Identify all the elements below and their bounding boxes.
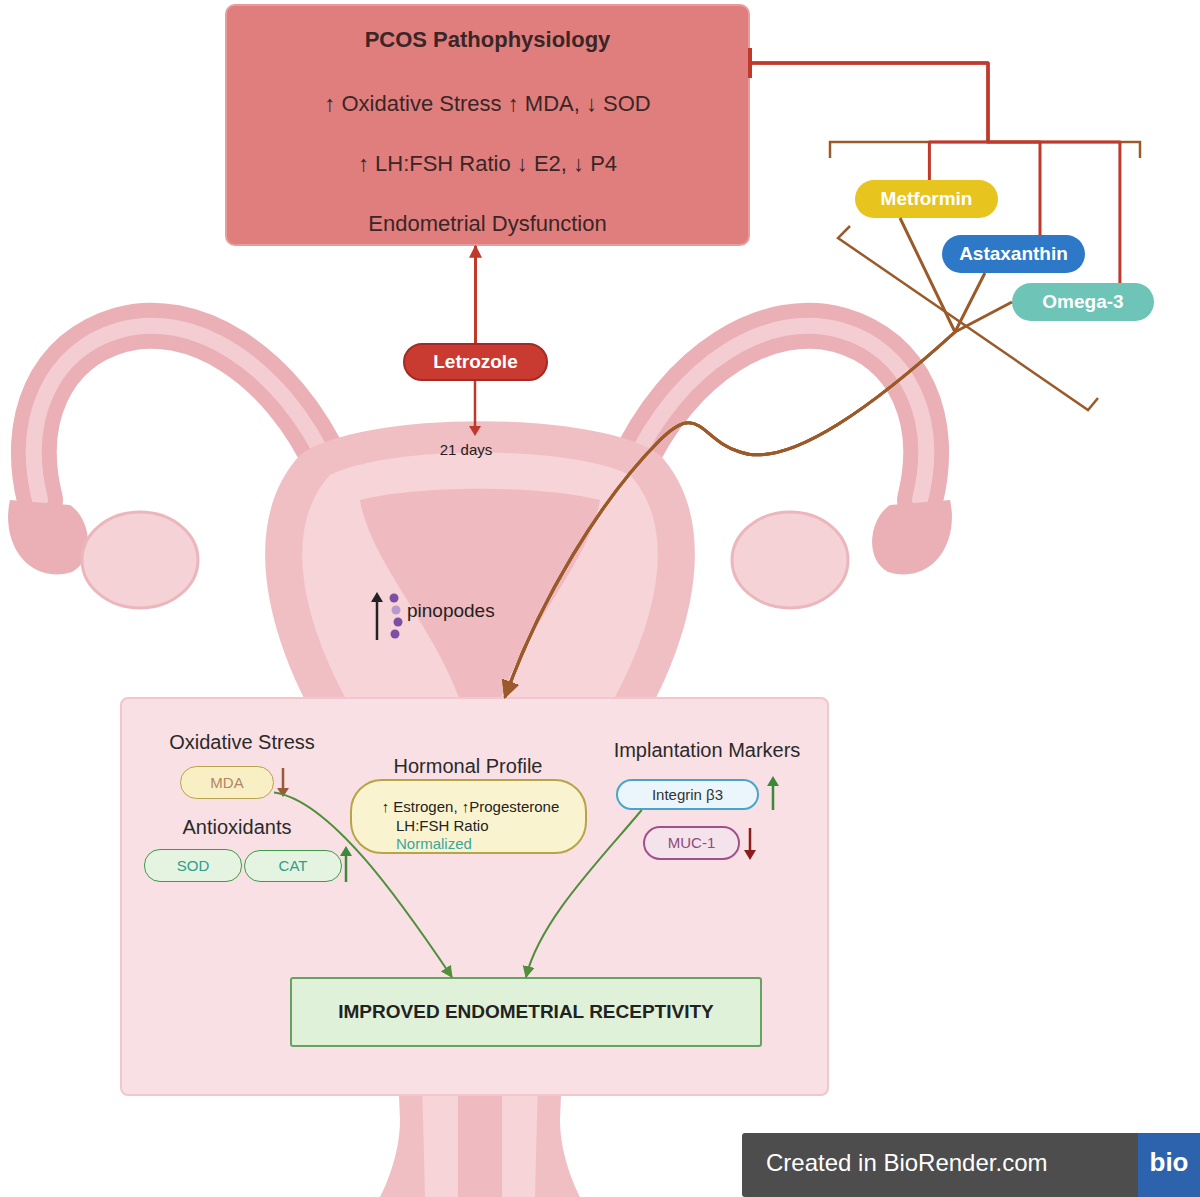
marker-chip: SOD bbox=[144, 849, 242, 882]
connector-arrow bbox=[750, 63, 1040, 235]
fallopian-tube-highlight bbox=[34, 326, 330, 500]
increase-arrowhead bbox=[340, 846, 352, 856]
duration-label: 21 days bbox=[416, 441, 516, 459]
fallopian-tube-highlight bbox=[630, 326, 926, 500]
structure-label: pinopodes bbox=[407, 600, 547, 623]
pathophysiology-box: PCOS Pathophysiology ↑ Oxidative Stress ↑… bbox=[225, 4, 750, 246]
section-heading: Oxidative Stress bbox=[162, 730, 322, 754]
node-text: Letrozole bbox=[433, 351, 517, 374]
marker-chip: MUC-1 bbox=[643, 826, 740, 860]
connector-arrow bbox=[474, 246, 477, 343]
watermark-text: Created in BioRender.com bbox=[766, 1149, 1136, 1178]
pinopode-dot bbox=[392, 606, 401, 615]
connector-arrow bbox=[505, 273, 985, 697]
fimbriae bbox=[8, 500, 88, 574]
node-text: SOD bbox=[177, 857, 210, 875]
group-bracket bbox=[830, 142, 1140, 158]
increase-arrowhead bbox=[371, 592, 383, 602]
decrease-arrow bbox=[282, 768, 285, 790]
watermark-logo-box bbox=[1138, 1133, 1200, 1197]
increase-arrow bbox=[345, 854, 348, 882]
node-text: ↑ Estrogen, ↑Progesterone bbox=[352, 798, 589, 816]
node-text: MUC-1 bbox=[668, 834, 716, 852]
node-text: ↑ Oxidative Stress ↑ MDA, ↓ SOD bbox=[227, 91, 748, 117]
decrease-arrowhead bbox=[744, 850, 756, 860]
cervical-canal bbox=[458, 1095, 502, 1197]
fimbriae bbox=[872, 500, 952, 574]
box-title: PCOS Pathophysiology bbox=[227, 27, 748, 53]
drug-pill: Astaxanthin bbox=[942, 235, 1085, 273]
node-text: LH:FSH Ratio bbox=[396, 817, 586, 835]
section-heading: Hormonal Profile bbox=[368, 754, 568, 778]
uterine-cavity bbox=[360, 489, 600, 700]
node-text: Integrin β3 bbox=[652, 786, 723, 804]
increase-arrow bbox=[376, 600, 379, 640]
duration-arrow bbox=[474, 381, 477, 428]
ovary bbox=[82, 512, 198, 608]
decrease-arrow bbox=[749, 828, 752, 852]
drug-pill: Letrozole bbox=[403, 343, 548, 381]
increase-arrow bbox=[772, 784, 775, 810]
group-bracket bbox=[838, 226, 1098, 410]
node-text: Normalized bbox=[396, 835, 586, 853]
node-text: Endometrial Dysfunction bbox=[227, 211, 748, 237]
node-text: Metformin bbox=[881, 188, 973, 211]
ovary bbox=[732, 512, 848, 608]
pinopode-dot bbox=[394, 618, 403, 627]
marker-chip: Integrin β3 bbox=[616, 779, 759, 810]
hormone-box: ↑ Estrogen, ↑ProgesteroneLH:FSH RatioNor… bbox=[350, 779, 587, 854]
marker-chip: MDA bbox=[180, 766, 274, 799]
increase-arrowhead bbox=[767, 776, 779, 786]
watermark-logo: bio bbox=[1138, 1147, 1200, 1178]
node-text: Omega-3 bbox=[1042, 291, 1123, 314]
drug-pill: Omega-3 bbox=[1012, 283, 1154, 321]
node-text: ↑ LH:FSH Ratio ↓ E2, ↓ P4 bbox=[227, 151, 748, 177]
connector-arrow bbox=[750, 63, 988, 180]
pinopode-dot bbox=[390, 594, 399, 603]
section-heading: Antioxidants bbox=[157, 815, 317, 839]
fallopian-tube bbox=[630, 326, 926, 500]
drug-pill: Metformin bbox=[855, 180, 998, 218]
decrease-arrowhead bbox=[277, 788, 289, 797]
duration-arrowhead bbox=[469, 426, 481, 436]
connector-arrow bbox=[505, 302, 1012, 697]
outcome-panel: Oxidative StressAntioxidants Hormonal Pro… bbox=[120, 697, 829, 1096]
connector-arrow bbox=[274, 792, 452, 977]
section-heading: Implantation Markers bbox=[592, 738, 822, 762]
node-text: CAT bbox=[279, 857, 308, 875]
connector-arrow bbox=[526, 810, 642, 977]
node-text: Astaxanthin bbox=[959, 243, 1068, 266]
pinopode-dot bbox=[391, 630, 400, 639]
connector-arrow bbox=[505, 218, 955, 697]
result-box: IMPROVED ENDOMETRIAL RECEPTIVITY bbox=[290, 977, 762, 1047]
connector-arrow bbox=[750, 63, 1120, 283]
node-text: IMPROVED ENDOMETRIAL RECEPTIVITY bbox=[338, 1001, 713, 1024]
watermark-bar bbox=[742, 1133, 1200, 1197]
marker-chip: CAT bbox=[244, 850, 342, 882]
node-text: MDA bbox=[210, 774, 243, 792]
fallopian-tube bbox=[34, 326, 330, 500]
